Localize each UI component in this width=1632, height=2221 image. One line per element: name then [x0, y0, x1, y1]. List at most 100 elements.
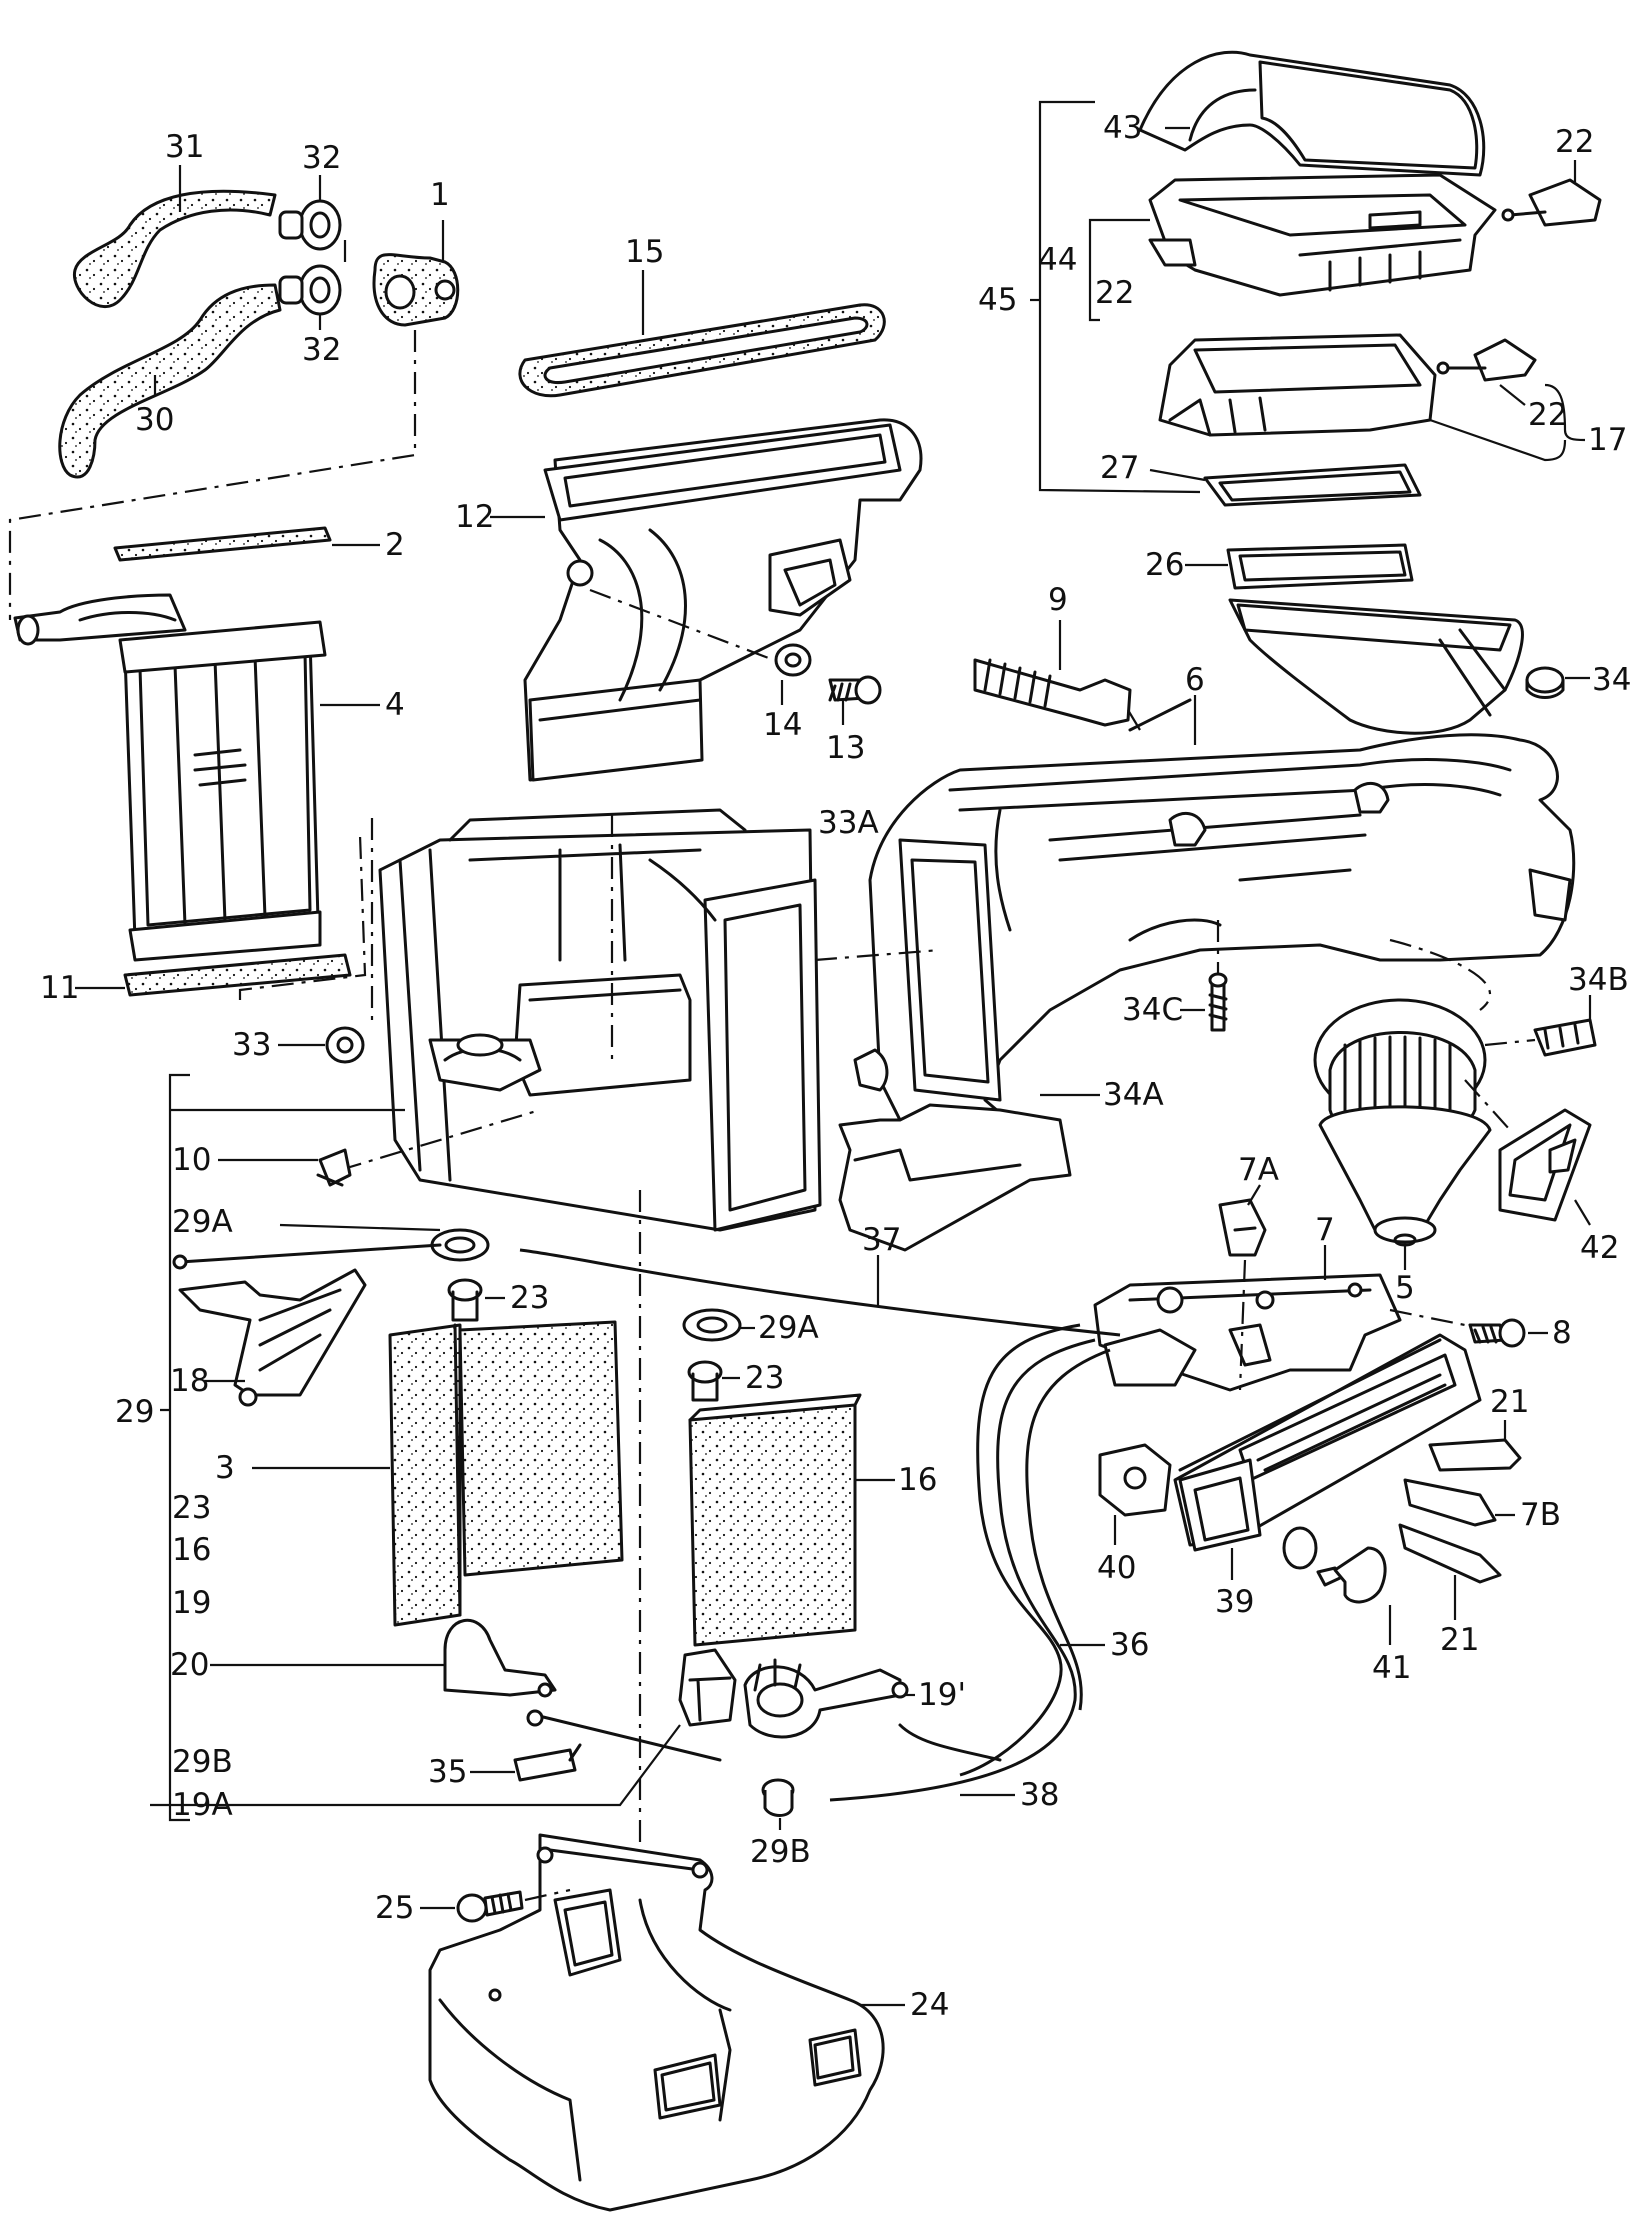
control-bracket-7 — [1093, 1273, 1402, 1392]
screw-13 — [828, 675, 882, 705]
bushing-23-mid — [687, 1360, 723, 1402]
cable-36b — [1025, 1348, 1111, 1711]
blower-housing-6 — [868, 598, 1576, 1172]
callout-9: 9 — [1048, 582, 1068, 618]
callout-16: 16 — [898, 1462, 937, 1498]
heater-hose-30 — [58, 283, 282, 479]
lever-20 — [443, 1618, 722, 1762]
heater-box-housing — [378, 808, 822, 1232]
flap-3 — [388, 1320, 624, 1627]
callout-19A: 19A — [172, 1787, 233, 1823]
callout-37: 37 — [862, 1222, 901, 1258]
lever-21-upper — [1428, 1438, 1522, 1472]
actuator-19A — [678, 1648, 737, 1727]
callout-22-tray: 22 — [1095, 275, 1134, 311]
callout-4: 4 — [385, 687, 405, 723]
callout-2: 2 — [385, 527, 405, 563]
clip-7A — [1218, 1198, 1267, 1257]
callout-15: 15 — [625, 234, 664, 270]
washer-14 — [774, 643, 812, 677]
callout-26: 26 — [1145, 547, 1184, 583]
hose-clamp-lower — [278, 264, 342, 316]
dash-screw-25 — [524, 1888, 571, 1902]
callout-29A-left: 29A — [172, 1204, 233, 1240]
dash-heater-box — [238, 834, 367, 1000]
callout-7A: 7A — [1238, 1152, 1279, 1188]
callout-22-filter: 22 — [1528, 397, 1567, 433]
dash-screw-8 — [1389, 1308, 1466, 1327]
dash-motor-link — [1389, 938, 1491, 1011]
callout-38: 38 — [1020, 1777, 1059, 1813]
bracket-22-top — [1501, 178, 1602, 227]
duct-outlet-frame — [853, 838, 1002, 1102]
dash-screw-13 — [589, 588, 801, 672]
filter-17 — [1158, 333, 1437, 437]
dash-connector-1 — [8, 330, 417, 620]
leader-22-mid — [1499, 384, 1526, 406]
bracket-45-top — [1038, 100, 1201, 494]
screw-34C — [1208, 972, 1228, 1032]
switch-40 — [1098, 1443, 1172, 1517]
clip-35 — [513, 1743, 582, 1782]
lever-21-lower — [1398, 1523, 1502, 1584]
callout-33: 33 — [232, 1027, 271, 1063]
callout-40: 40 — [1097, 1550, 1136, 1586]
leader-27 — [1149, 468, 1206, 482]
leader-9-link — [1127, 709, 1141, 731]
callout-19: 19' — [918, 1677, 966, 1713]
bracket-22-mid — [1436, 338, 1537, 382]
callout-17: 17 — [1588, 422, 1627, 458]
arm-19 — [743, 1658, 1002, 1762]
callout-34A: 34A — [1103, 1077, 1164, 1113]
dash-7A — [1238, 1259, 1247, 1391]
cap-34 — [1525, 666, 1565, 699]
cable-38 — [829, 1338, 1096, 1802]
knob-41 — [1282, 1526, 1387, 1604]
grommet-33 — [325, 1026, 365, 1064]
callout-33A: 33A — [818, 805, 879, 841]
dash-clip-10 — [339, 1108, 541, 1172]
callout-3: 3 — [215, 1450, 235, 1486]
callout-43: 43 — [1103, 110, 1142, 146]
screw-8 — [1468, 1318, 1526, 1348]
air-duct-12 — [523, 418, 923, 782]
dash-frame-link — [814, 948, 941, 962]
resistor-42 — [1498, 1108, 1592, 1222]
gasket-15 — [518, 303, 886, 398]
callout-24: 24 — [910, 1987, 949, 2023]
callout-30: 30 — [135, 402, 174, 438]
callout-20: 20 — [170, 1647, 209, 1683]
callout-19-list: 19 — [172, 1585, 211, 1621]
control-panel-39 — [1173, 1333, 1482, 1552]
callout-36: 36 — [1110, 1627, 1149, 1663]
callout-45: 45 — [978, 282, 1017, 318]
cap-34B — [1533, 1018, 1597, 1057]
callout-23-left: 23 — [510, 1280, 549, 1316]
lever-18 — [172, 1243, 442, 1407]
callout-23-list: 23 — [172, 1490, 211, 1526]
grommet-29A-mid — [682, 1308, 742, 1342]
bushing-23-left — [447, 1278, 483, 1322]
callout-34B: 34B — [1568, 962, 1629, 998]
dash-42 — [1464, 1079, 1511, 1131]
callout-13: 13 — [826, 730, 865, 766]
pulley-29B — [761, 1778, 795, 1817]
leader-42 — [1574, 1199, 1591, 1226]
callout-32-lower: 32 — [302, 332, 341, 368]
callout-14: 14 — [763, 707, 802, 743]
callout-41: 41 — [1372, 1650, 1411, 1686]
callout-34C: 34C — [1122, 992, 1183, 1028]
dash-34B — [1484, 1038, 1536, 1047]
leader-29A-left — [279, 1223, 441, 1232]
callout-29B: 29B — [750, 1834, 811, 1870]
callout-21-upper: 21 — [1490, 1384, 1529, 1420]
callout-16-list: 16 — [172, 1532, 211, 1568]
callout-21-lower: 21 — [1440, 1622, 1479, 1658]
leader-7A — [1247, 1184, 1261, 1206]
callout-29B-list: 29B — [172, 1744, 233, 1780]
bracket-29 — [160, 1073, 190, 1822]
callout-23-mid: 23 — [745, 1360, 784, 1396]
blower-motor-5 — [1313, 998, 1492, 1247]
